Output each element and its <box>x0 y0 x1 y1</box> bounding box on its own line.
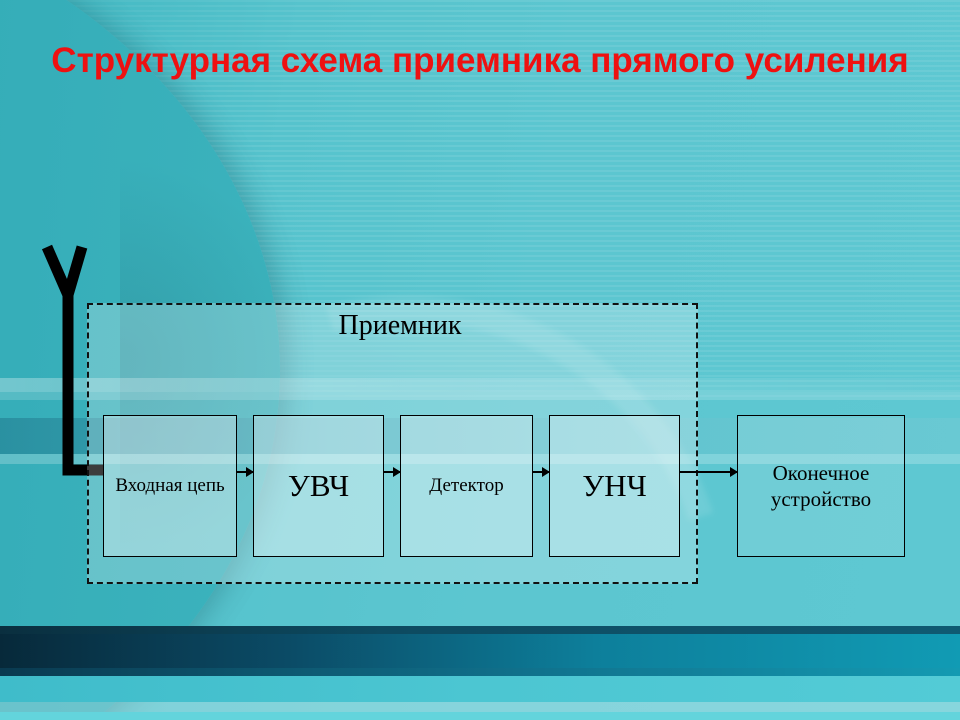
arrow-input-to-rf <box>237 471 253 473</box>
background-band-mid-4 <box>0 454 960 464</box>
arrow-detector-to-af <box>533 471 549 473</box>
background-band-bottom-3 <box>0 668 960 676</box>
background-band-bottom-5 <box>0 702 960 712</box>
block-input-circuit[interactable]: Входная цепь <box>103 415 237 557</box>
antenna-icon <box>41 244 103 476</box>
background-band-bottom-6 <box>0 712 960 720</box>
receiver-group-boundary <box>87 303 698 584</box>
background-band-bottom-2 <box>0 634 960 668</box>
block-af-amplifier[interactable]: УНЧ <box>549 415 680 557</box>
block-output-device[interactable]: Оконечное устройство <box>737 415 905 557</box>
background-band-bottom-4 <box>0 676 960 702</box>
background-band-mid-1 <box>0 378 960 392</box>
receiver-group-label: Приемник <box>338 310 462 341</box>
arrow-af-to-output <box>680 471 737 473</box>
arrow-rf-to-detector <box>384 471 400 473</box>
background-band-mid-2 <box>0 392 960 400</box>
slide-title: Структурная схема приемника прямого усил… <box>51 41 909 80</box>
background-band-mid-3 <box>0 418 960 454</box>
block-rf-amplifier[interactable]: УВЧ <box>253 415 384 557</box>
block-detector[interactable]: Детектор <box>400 415 533 557</box>
background-band-bottom-1 <box>0 626 960 634</box>
